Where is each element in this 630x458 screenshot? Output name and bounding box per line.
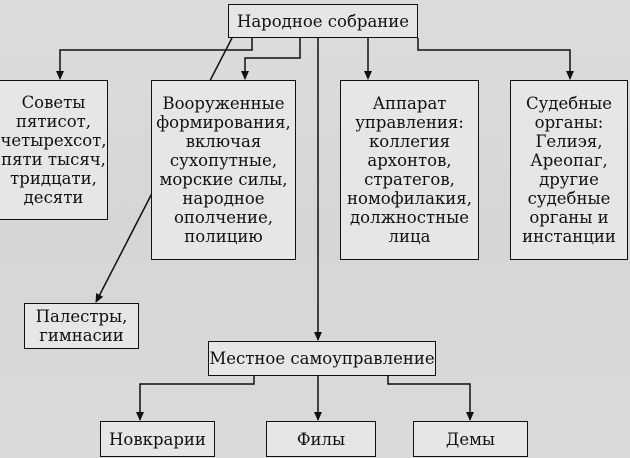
box-councils: Советы пятисот, четырехсот, пяти тысяч, …	[0, 80, 108, 220]
box-phyles: Филы	[266, 421, 376, 457]
arrow-local-to-demy	[387, 376, 474, 421]
box-local-self-government: Местное самоуправление	[208, 341, 436, 376]
arrow-top-to-courts	[417, 38, 574, 80]
arrow-top-to-armed	[241, 38, 301, 80]
box-peoples-assembly: Народное собрание	[228, 4, 418, 38]
box-demes: Демы	[413, 421, 528, 457]
box-armed-forces: Вооруженные формирования, включая сухопу…	[151, 80, 296, 260]
arrow-top-to-councils	[56, 38, 253, 80]
box-administration: Аппарат управления: коллегия архонтов, с…	[340, 80, 479, 260]
box-judicial-bodies: Судебные органы: Гелиэя, Ареопаг, другие…	[510, 80, 628, 260]
box-palestry-gymnasia: Палестры, гимнасии	[24, 303, 139, 349]
arrow-local-to-naukrary	[136, 376, 255, 421]
box-naukraries: Новкрарии	[100, 421, 215, 457]
